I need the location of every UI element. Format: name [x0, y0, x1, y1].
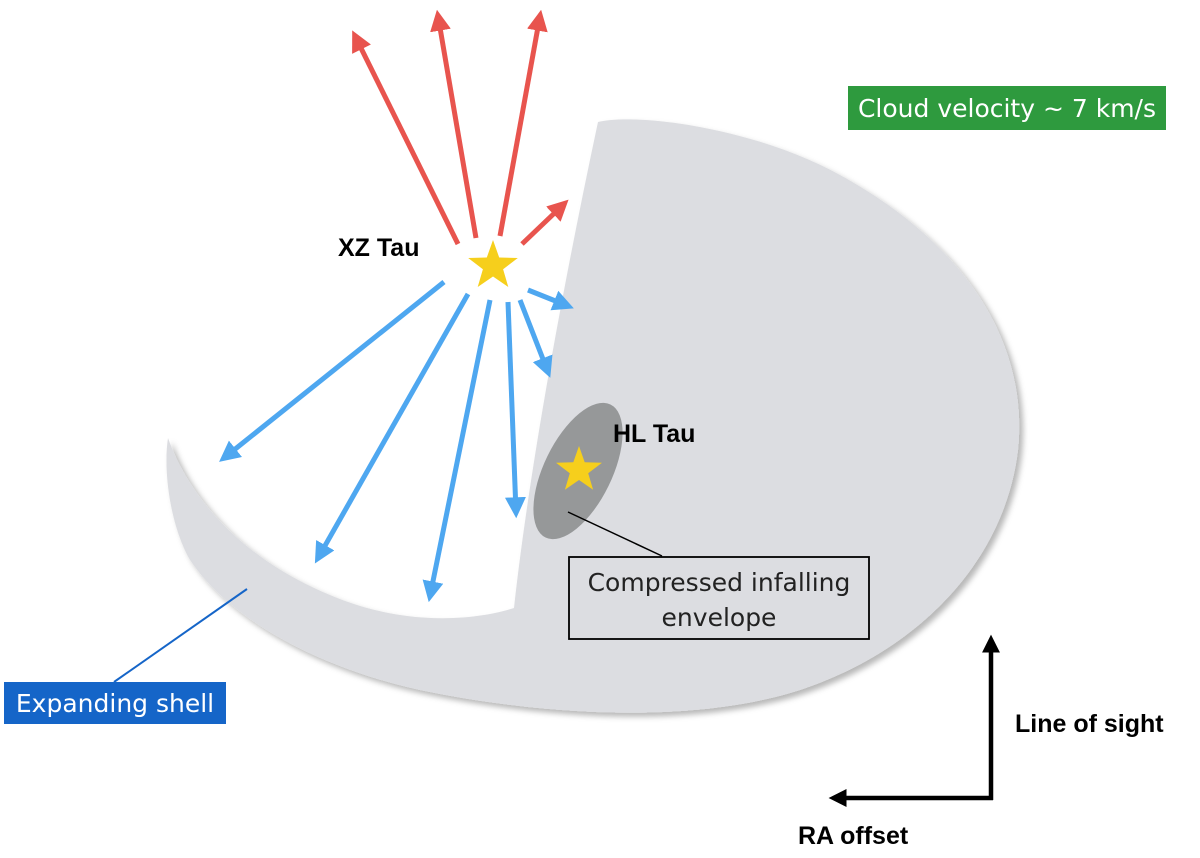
xz-tau-star-icon — [468, 240, 518, 287]
orientation-axes — [828, 634, 1000, 807]
blueshifted-arrows — [219, 280, 574, 603]
hl-tau-label: HL Tau — [613, 420, 695, 448]
blue-arrow-5 — [517, 299, 553, 378]
envelope-callout-line2: envelope — [662, 603, 777, 632]
shell-callout-line — [113, 588, 248, 683]
blue-arrow-4 — [504, 301, 526, 519]
cloud-velocity-label: Cloud velocity ~ 7 km/s — [858, 94, 1156, 123]
red-arrow-3 — [497, 9, 548, 237]
expanding-shell-label: Expanding shell — [16, 689, 214, 718]
blue-arrow-3 — [422, 299, 493, 603]
cloud-velocity-box — [848, 86, 1166, 130]
xz-tau-label: XZ Tau — [338, 234, 419, 262]
red-arrow-2 — [430, 9, 479, 239]
blue-arrow-2 — [314, 292, 471, 564]
envelope-callout-box — [568, 556, 870, 640]
red-arrow-1 — [352, 30, 461, 246]
blue-arrow-6 — [527, 287, 574, 311]
red-arrow-4 — [520, 199, 569, 246]
envelope-callout-line — [567, 511, 663, 557]
ra-offset-label: RA offset — [798, 822, 909, 850]
line-of-sight-label: Line of sight — [1015, 710, 1164, 738]
blue-arrow-1 — [219, 280, 446, 462]
hl-tau-star-icon — [556, 446, 602, 490]
redshifted-arrows — [352, 9, 569, 246]
envelope-callout-line1: Compressed infalling — [588, 568, 851, 597]
expanding-shell-box — [4, 682, 226, 724]
